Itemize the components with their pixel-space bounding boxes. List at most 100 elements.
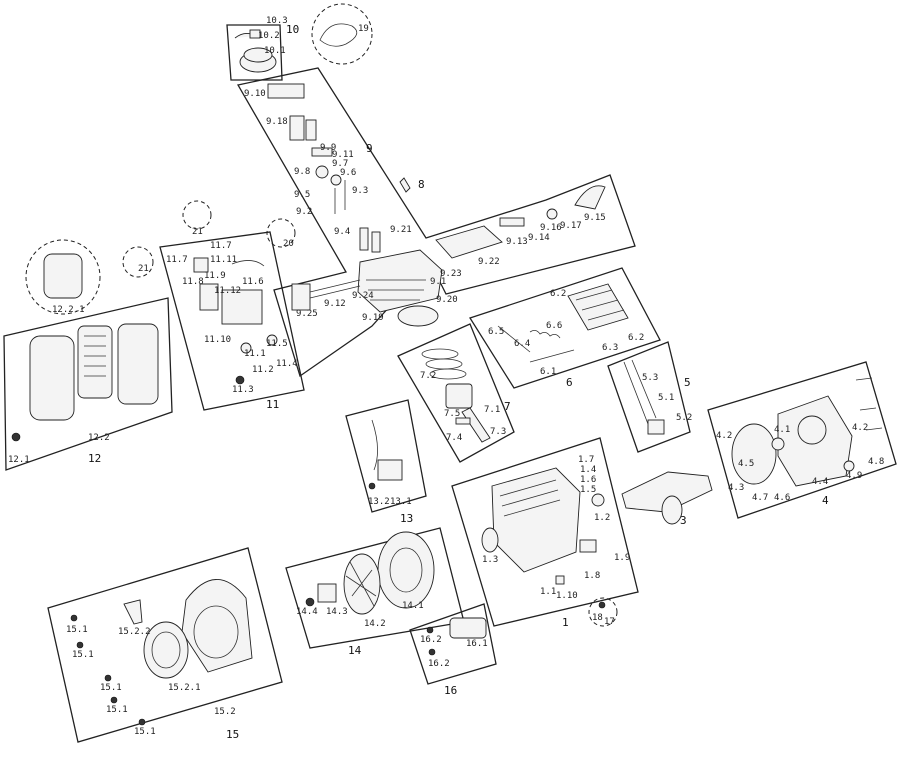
circle-19-outline bbox=[311, 3, 373, 65]
group-label-5: 5 bbox=[684, 376, 691, 389]
group-9: 9.10 9.18 9.9 9.11 9.7 9.8 9.6 9.5 9.3 9… bbox=[236, 67, 636, 378]
part-12-2-1-shape bbox=[43, 253, 83, 299]
group-12-frame bbox=[3, 297, 173, 471]
label-6-3: 6.3 bbox=[602, 343, 618, 353]
group-7: 7.2 7.5 7.1 7.4 7.3 7 bbox=[397, 323, 515, 463]
label-15-1a: 15.1 bbox=[66, 625, 88, 635]
part-8-spark-plug bbox=[399, 177, 411, 193]
label-16-2b: 16.2 bbox=[428, 659, 450, 669]
group-15: 15.1 15.1 15.1 15.1 15.1 15.2.2 15.2.1 1… bbox=[47, 547, 283, 743]
label-9-18: 9.18 bbox=[266, 117, 288, 127]
group-5-frame bbox=[607, 341, 691, 453]
label-14-2: 14.2 bbox=[364, 619, 386, 629]
label-15-2: 15.2 bbox=[214, 707, 236, 717]
label-16-1: 16.1 bbox=[466, 639, 488, 649]
label-13-2: 13.2 bbox=[368, 497, 390, 507]
label-9-24: 9.24 bbox=[352, 291, 374, 301]
circle-20-outline bbox=[266, 218, 296, 248]
label-4-2b: 4.2 bbox=[852, 423, 868, 433]
part-11-6-shape bbox=[231, 260, 265, 267]
group-11: 11.7 11.7 11.11 11.9 11.8 11.6 11.12 11.… bbox=[159, 231, 305, 411]
label-1-2: 1.2 bbox=[594, 513, 610, 523]
group-label-13: 13 bbox=[400, 512, 413, 525]
part-14-3-shape bbox=[317, 583, 337, 603]
part-4-1-shape bbox=[771, 437, 785, 451]
group-label-10: 10 bbox=[286, 23, 299, 36]
group-11-frame bbox=[159, 231, 305, 411]
label-4-1: 4.1 bbox=[774, 425, 790, 435]
group-13: 13.2 13.1 13 bbox=[345, 399, 427, 525]
part-15-1-bolt5 bbox=[138, 718, 146, 726]
label-17: 17 bbox=[604, 617, 615, 627]
part-9-13-shape bbox=[499, 217, 525, 227]
circled-19: 19 bbox=[311, 3, 373, 65]
label-1-8: 1.8 bbox=[584, 571, 600, 581]
group-label-15: 15 bbox=[226, 728, 239, 741]
part-12-filter-grid bbox=[84, 335, 106, 377]
label-12-1: 12.1 bbox=[8, 455, 30, 465]
part-1-fins bbox=[499, 479, 561, 517]
label-9-20: 9.20 bbox=[436, 295, 458, 305]
label-9-10: 9.10 bbox=[244, 89, 266, 99]
label-11-6: 11.6 bbox=[242, 277, 264, 287]
group-1-frame bbox=[451, 437, 639, 627]
label-9-19: 9.19 bbox=[362, 313, 384, 323]
label-6-4: 6.4 bbox=[514, 339, 530, 349]
label-15-2-2: 15.2.2 bbox=[118, 627, 151, 637]
part-17-shape bbox=[598, 601, 606, 609]
group-16: 16.2 16.1 16.2 16 bbox=[409, 603, 497, 697]
part-4-8-bolt3 bbox=[865, 427, 883, 431]
label-9-7: 9.7 bbox=[332, 159, 348, 169]
part-9-1-cylinder-head bbox=[357, 249, 443, 313]
label-4-6: 4.6 bbox=[774, 493, 790, 503]
label-10-1: 10.1 bbox=[264, 46, 286, 56]
label-9-11: 9.11 bbox=[332, 150, 354, 160]
label-9-13: 9.13 bbox=[506, 237, 528, 247]
part-11-8-shape bbox=[199, 283, 219, 311]
part-7-1-piston bbox=[445, 383, 473, 409]
part-12-housing-back bbox=[117, 323, 159, 405]
group-label-6: 6 bbox=[566, 376, 573, 389]
group-15-frame bbox=[47, 547, 283, 743]
group-label-16: 16 bbox=[444, 684, 457, 697]
part-1-crankcase bbox=[491, 467, 581, 573]
part-4-8-bolt2 bbox=[859, 407, 877, 411]
group-16-frame bbox=[409, 603, 497, 685]
group-label-8: 8 bbox=[418, 178, 425, 191]
part-9-21-shape bbox=[359, 227, 369, 251]
part-16-2-bolt1 bbox=[426, 626, 434, 634]
label-7-5: 7.5 bbox=[444, 409, 460, 419]
circle-17-18-outline bbox=[588, 597, 618, 627]
label-1-7: 1.7 bbox=[578, 455, 594, 465]
group-label-14: 14 bbox=[348, 644, 362, 657]
part-9-12-rod bbox=[309, 279, 361, 293]
group-label-12: 12 bbox=[88, 452, 101, 465]
part-9-19-shape bbox=[397, 305, 439, 327]
label-4-9: 4.9 bbox=[846, 471, 862, 481]
part-10-2-shape bbox=[249, 29, 261, 39]
part-4-5-gasket bbox=[731, 423, 777, 485]
part-9-25-shape bbox=[291, 283, 311, 311]
label-10-3: 10.3 bbox=[266, 16, 288, 26]
label-9-3: 9.3 bbox=[352, 186, 368, 196]
part-9-8-shape bbox=[315, 165, 329, 179]
circled-17-18: 18 17 bbox=[588, 597, 618, 627]
label-11-3: 11.3 bbox=[232, 385, 254, 395]
label-11-9: 11.9 bbox=[204, 271, 226, 281]
label-11-1: 11.1 bbox=[244, 349, 266, 359]
label-11-5: 11.5 bbox=[266, 339, 288, 349]
part-14-1-flywheel bbox=[377, 531, 435, 609]
part-6-1-lever bbox=[529, 349, 575, 363]
label-1-4: 1.4 bbox=[580, 465, 596, 475]
label-9-14: 9.14 bbox=[528, 233, 550, 243]
part-9-15-shape bbox=[574, 185, 606, 210]
part-1-8-shape bbox=[579, 539, 597, 553]
part-12-1-nut bbox=[11, 432, 21, 442]
label-9-17: 9.17 bbox=[560, 221, 582, 231]
part-6-3-cover bbox=[567, 283, 629, 331]
part-5-1-valve bbox=[631, 359, 657, 419]
label-1-5: 1.5 bbox=[580, 485, 596, 495]
label-9-4: 9.4 bbox=[334, 227, 350, 237]
label-11-11: 11.11 bbox=[210, 255, 237, 265]
